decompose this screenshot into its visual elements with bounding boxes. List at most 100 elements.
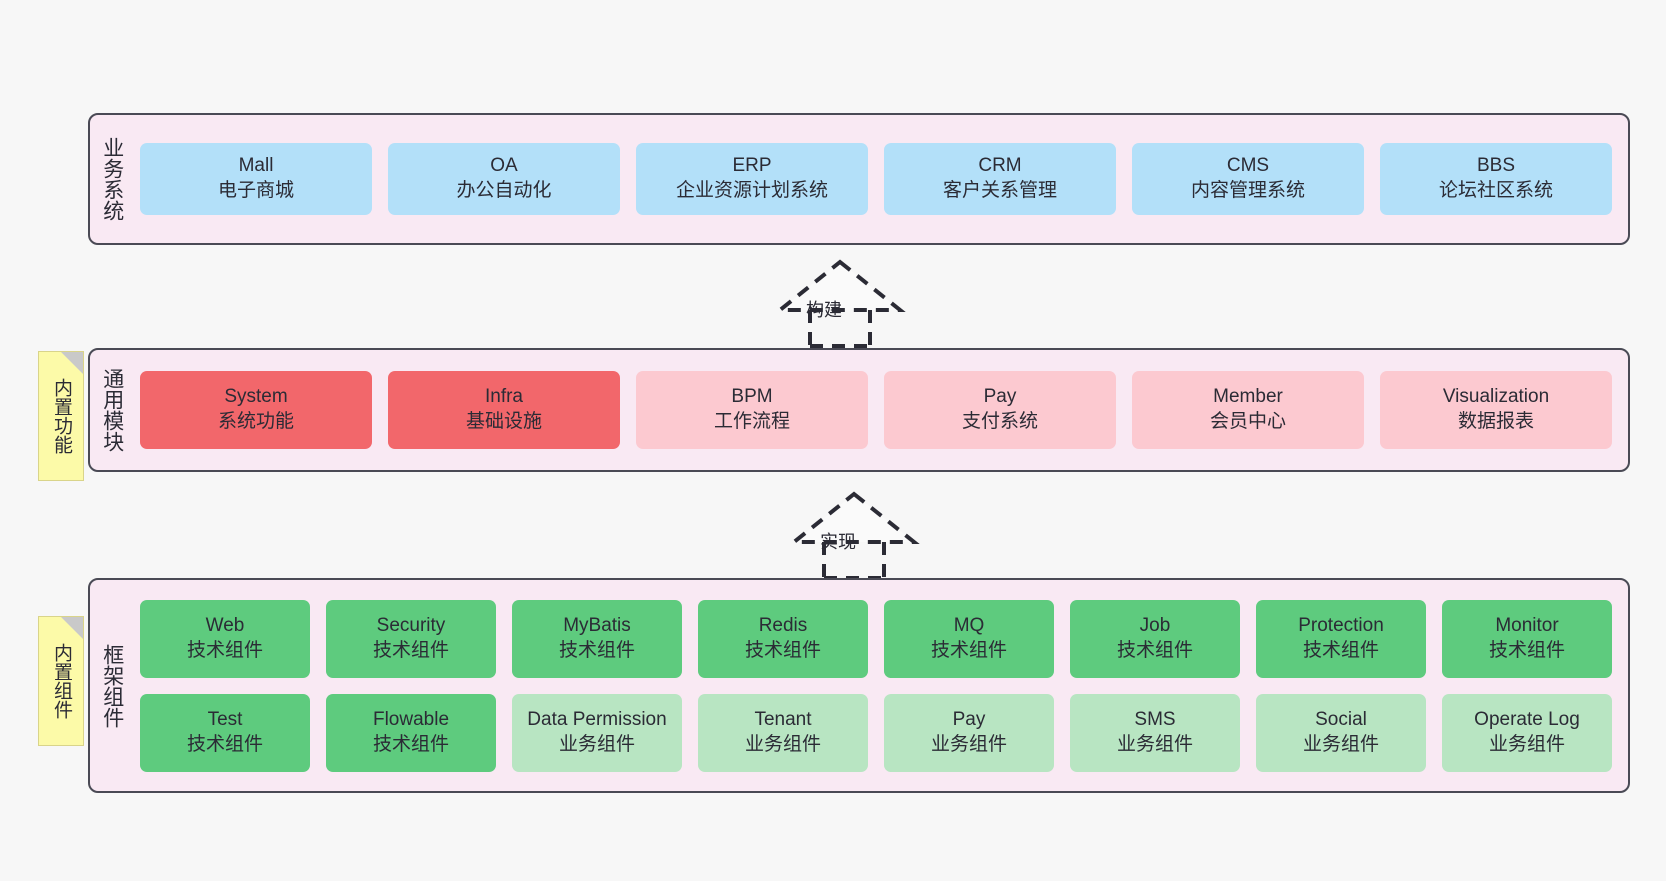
- node-title: Social: [1315, 708, 1367, 730]
- node-social[interactable]: Social 业务组件: [1256, 693, 1426, 772]
- node-mall[interactable]: Mall 电子商城: [140, 143, 372, 215]
- node-mq[interactable]: MQ 技术组件: [884, 599, 1054, 678]
- node-subtitle: 技术组件: [1302, 639, 1379, 661]
- node-subtitle: 业务组件: [930, 733, 1007, 755]
- node-title: Operate Log: [1474, 708, 1580, 730]
- node-title: CMS: [1226, 155, 1270, 177]
- node-test[interactable]: Test 技术组件: [140, 693, 310, 772]
- node-title: Pay: [952, 708, 986, 730]
- node-subtitle: 数据报表: [1457, 411, 1534, 432]
- node-title: Redis: [758, 614, 808, 636]
- layer-title-common-module: 通用模块: [100, 368, 124, 452]
- node-subtitle: 技术组件: [558, 639, 635, 661]
- node-title: Job: [1139, 614, 1171, 636]
- node-subtitle: 支付系统: [961, 411, 1038, 432]
- node-title: Visualization: [1442, 386, 1550, 408]
- node-protection[interactable]: Protection 技术组件: [1256, 599, 1426, 678]
- node-cms[interactable]: CMS 内容管理系统: [1132, 143, 1364, 215]
- layer-title-framework-component: 框架组件: [100, 643, 124, 728]
- node-title: BBS: [1476, 155, 1516, 177]
- connector-stem: [808, 310, 872, 348]
- node-security[interactable]: Security 技术组件: [326, 599, 496, 678]
- node-redis[interactable]: Redis 技术组件: [698, 599, 868, 678]
- node-title: BPM: [731, 386, 773, 408]
- node-title: Flowable: [372, 708, 450, 730]
- node-pay[interactable]: Pay 支付系统: [884, 371, 1116, 449]
- node-title: Member: [1213, 386, 1283, 408]
- layer-body-business-system: Mall 电子商城 OA 办公自动化 ERP 企业资源计划系统 CRM 客户关系…: [134, 115, 1628, 243]
- node-title: MyBatis: [563, 614, 631, 636]
- node-visualization[interactable]: Visualization 数据报表: [1380, 371, 1612, 449]
- node-title: Monitor: [1495, 614, 1559, 636]
- node-system[interactable]: System 系统功能: [140, 371, 372, 449]
- node-subtitle: 办公自动化: [456, 180, 552, 201]
- note-label: 内置功能: [51, 378, 73, 454]
- note-label: 内置组件: [51, 643, 73, 719]
- node-sms[interactable]: SMS 业务组件: [1070, 693, 1240, 772]
- node-subtitle: 工作流程: [713, 411, 790, 432]
- node-mybatis[interactable]: MyBatis 技术组件: [512, 599, 682, 678]
- node-tenant[interactable]: Tenant 业务组件: [698, 693, 868, 772]
- layer-business-system: 业务系统 Mall 电子商城 OA 办公自动化 ERP 企业资源计划系统 CRM…: [88, 113, 1630, 245]
- node-subtitle: 技术组件: [372, 639, 449, 661]
- row: System 系统功能 Infra 基础设施 BPM 工作流程 Pay 支付系统…: [140, 371, 1612, 449]
- node-subtitle: 技术组件: [186, 639, 263, 661]
- node-subtitle: 技术组件: [744, 639, 821, 661]
- node-operate-log[interactable]: Operate Log 业务组件: [1442, 693, 1612, 772]
- node-subtitle: 基础设施: [465, 411, 542, 432]
- node-monitor[interactable]: Monitor 技术组件: [1442, 599, 1612, 678]
- node-title: CRM: [978, 155, 1022, 177]
- row: Web 技术组件 Security 技术组件 MyBatis 技术组件 Redi…: [140, 599, 1612, 678]
- node-title: Infra: [484, 386, 524, 408]
- note-builtin-component: 内置组件: [38, 616, 84, 746]
- node-subtitle: 论坛社区系统: [1438, 180, 1553, 201]
- node-pay-biz[interactable]: Pay 业务组件: [884, 693, 1054, 772]
- node-subtitle: 业务组件: [1116, 733, 1193, 755]
- node-erp[interactable]: ERP 企业资源计划系统: [636, 143, 868, 215]
- node-crm[interactable]: CRM 客户关系管理: [884, 143, 1116, 215]
- node-title: Security: [376, 614, 446, 636]
- node-title: Test: [207, 708, 243, 730]
- connector-build: 构建: [752, 258, 928, 348]
- row: Test 技术组件 Flowable 技术组件 Data Permission …: [140, 693, 1612, 772]
- layer-common-module: 通用模块 System 系统功能 Infra 基础设施 BPM 工作流程 Pay…: [88, 348, 1630, 472]
- node-title: System: [224, 386, 288, 408]
- node-oa[interactable]: OA 办公自动化: [388, 143, 620, 215]
- node-subtitle: 技术组件: [1116, 639, 1193, 661]
- node-title: Tenant: [754, 708, 812, 730]
- node-flowable[interactable]: Flowable 技术组件: [326, 693, 496, 772]
- node-subtitle: 系统功能: [217, 411, 294, 432]
- note-builtin-function: 内置功能: [38, 351, 84, 481]
- node-title: Mall: [238, 155, 274, 177]
- node-subtitle: 技术组件: [372, 733, 449, 755]
- node-subtitle: 电子商城: [217, 180, 294, 201]
- node-web[interactable]: Web 技术组件: [140, 599, 310, 678]
- generalization-arrowhead: [788, 491, 920, 544]
- node-subtitle: 企业资源计划系统: [675, 180, 828, 201]
- node-subtitle: 内容管理系统: [1190, 180, 1305, 201]
- node-infra[interactable]: Infra 基础设施: [388, 371, 620, 449]
- node-title: SMS: [1134, 708, 1176, 730]
- node-member[interactable]: Member 会员中心: [1132, 371, 1364, 449]
- connector-implement: 实现: [766, 490, 942, 580]
- note-fold-icon: [61, 352, 83, 374]
- node-bpm[interactable]: BPM 工作流程: [636, 371, 868, 449]
- node-bbs[interactable]: BBS 论坛社区系统: [1380, 143, 1612, 215]
- row: Mall 电子商城 OA 办公自动化 ERP 企业资源计划系统 CRM 客户关系…: [140, 143, 1612, 215]
- node-subtitle: 技术组件: [186, 733, 263, 755]
- note-fold-icon: [61, 617, 83, 639]
- node-title: Pay: [983, 386, 1017, 408]
- node-data-permission[interactable]: Data Permission 业务组件: [512, 693, 682, 772]
- layer-body-framework-component: Web 技术组件 Security 技术组件 MyBatis 技术组件 Redi…: [134, 580, 1628, 791]
- node-job[interactable]: Job 技术组件: [1070, 599, 1240, 678]
- generalization-arrowhead: [774, 259, 906, 312]
- layer-body-common-module: System 系统功能 Infra 基础设施 BPM 工作流程 Pay 支付系统…: [134, 350, 1628, 470]
- layer-framework-component: 框架组件 Web 技术组件 Security 技术组件 MyBatis 技术组件…: [88, 578, 1630, 793]
- node-title: Protection: [1298, 614, 1384, 636]
- node-subtitle: 业务组件: [1488, 733, 1565, 755]
- node-title: ERP: [732, 155, 772, 177]
- node-subtitle: 业务组件: [1302, 733, 1379, 755]
- connector-label-implement: 实现: [820, 532, 856, 552]
- node-title: MQ: [953, 614, 985, 636]
